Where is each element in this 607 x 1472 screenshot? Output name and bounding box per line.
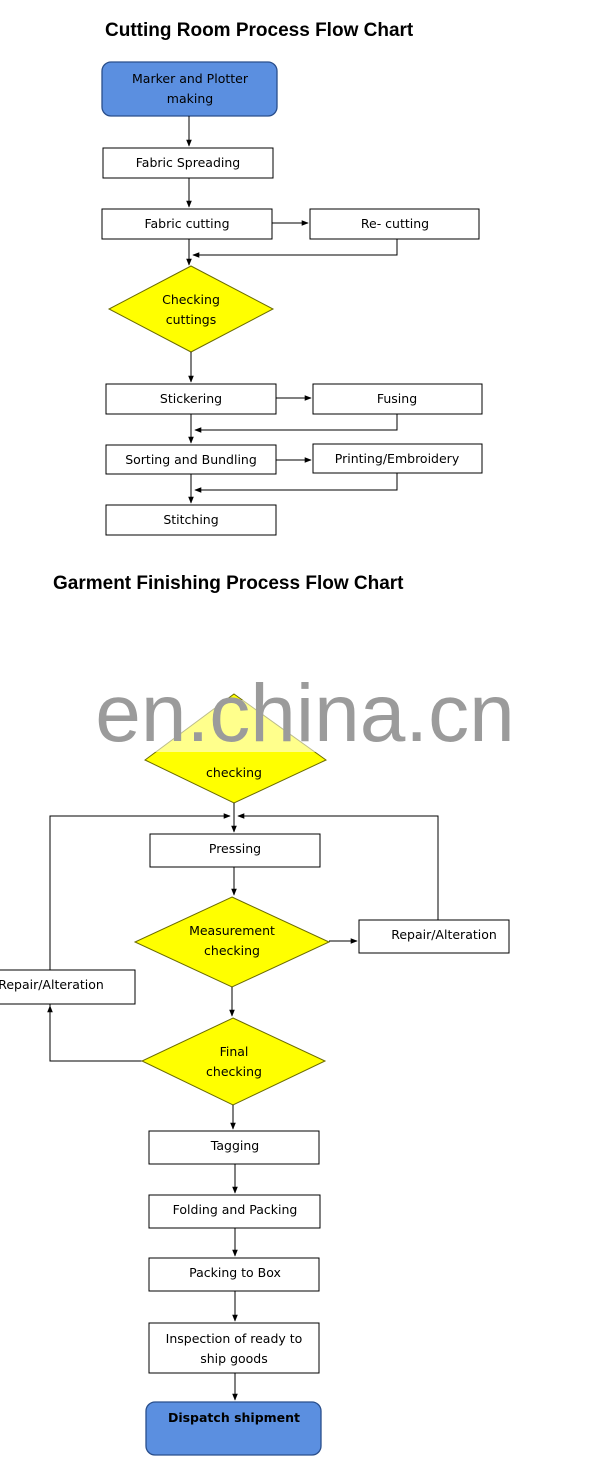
fusing-label: Fusing (377, 391, 417, 406)
fabric-spreading-node: Fabric Spreading (102, 147, 274, 179)
arrow-final-loop-back (49, 813, 231, 1062)
final-checking-label-1: Final (220, 1044, 249, 1059)
packing-box-label: Packing to Box (189, 1265, 281, 1280)
tagging-label: Tagging (210, 1138, 259, 1153)
repair-alteration-right-label: Repair/Alteration (391, 927, 497, 942)
repair-alteration-right-node: Repair/Alteration (358, 919, 510, 954)
checking-cuttings-label-2: cuttings (166, 312, 216, 327)
watermark-text: en.china.cn (95, 668, 514, 759)
inspection-node: Inspection of ready to ship goods (148, 1322, 320, 1374)
measurement-checking-node: Measurement checking (133, 896, 331, 988)
tagging-node: Tagging (148, 1130, 320, 1165)
measurement-checking-label-1: Measurement (189, 923, 275, 938)
measurement-checking-label-2: checking (204, 943, 260, 958)
inspection-label-2: ship goods (200, 1351, 268, 1366)
fabric-spreading-label: Fabric Spreading (136, 155, 240, 170)
arrow-printing-return (194, 473, 398, 493)
arrow-repair-right-return (237, 813, 439, 920)
repair-alteration-left-label: Repair/Alteration (0, 977, 104, 992)
sorting-bundling-node: Sorting and Bundling (105, 444, 277, 475)
arrow-fusing-return (194, 414, 398, 433)
inspection-label-1: Inspection of ready to (166, 1331, 303, 1346)
cutting-chart-title: Cutting Room Process Flow Chart (105, 20, 414, 41)
dispatch-shipment-label: Dispatch shipment (168, 1410, 300, 1425)
pressing-label: Pressing (209, 841, 261, 856)
finishing-chart-title: Garment Finishing Process Flow Chart (53, 573, 404, 594)
folding-packing-label: Folding and Packing (173, 1202, 298, 1217)
sorting-bundling-label: Sorting and Bundling (125, 452, 257, 467)
marker-plotter-node: Marker and Plotter making (101, 61, 278, 117)
re-cutting-node: Re- cutting (309, 208, 480, 240)
printing-embroidery-node: Printing/Embroidery (312, 443, 483, 474)
fabric-cutting-label: Fabric cutting (144, 216, 229, 231)
pressing-node: Pressing (149, 833, 321, 868)
marker-plotter-label-1: Marker and Plotter (132, 71, 249, 86)
stickering-label: Stickering (160, 391, 222, 406)
checking-cuttings-node: Checking cuttings (107, 265, 275, 353)
checking-cuttings-label-1: Checking (162, 292, 220, 307)
re-cutting-label: Re- cutting (361, 216, 429, 231)
watermark-fade (140, 700, 330, 752)
printing-embroidery-label: Printing/Embroidery (335, 451, 460, 466)
fusing-node: Fusing (312, 383, 483, 415)
arrow-recutting-return (192, 239, 398, 258)
checking-label: checking (206, 765, 262, 780)
final-checking-node: Final checking (140, 1017, 327, 1106)
marker-plotter-label-2: making (167, 91, 213, 106)
stickering-node: Stickering (105, 383, 277, 415)
dispatch-shipment-node: Dispatch shipment (145, 1401, 322, 1456)
packing-box-node: Packing to Box (148, 1257, 320, 1292)
final-checking-label-2: checking (206, 1064, 262, 1079)
repair-alteration-left-node: Repair/Alteration (0, 969, 136, 1005)
stitching-label: Stitching (163, 512, 218, 527)
folding-packing-node: Folding and Packing (148, 1194, 321, 1229)
fabric-cutting-node: Fabric cutting (101, 208, 273, 240)
stitching-node: Stitching (105, 504, 277, 536)
